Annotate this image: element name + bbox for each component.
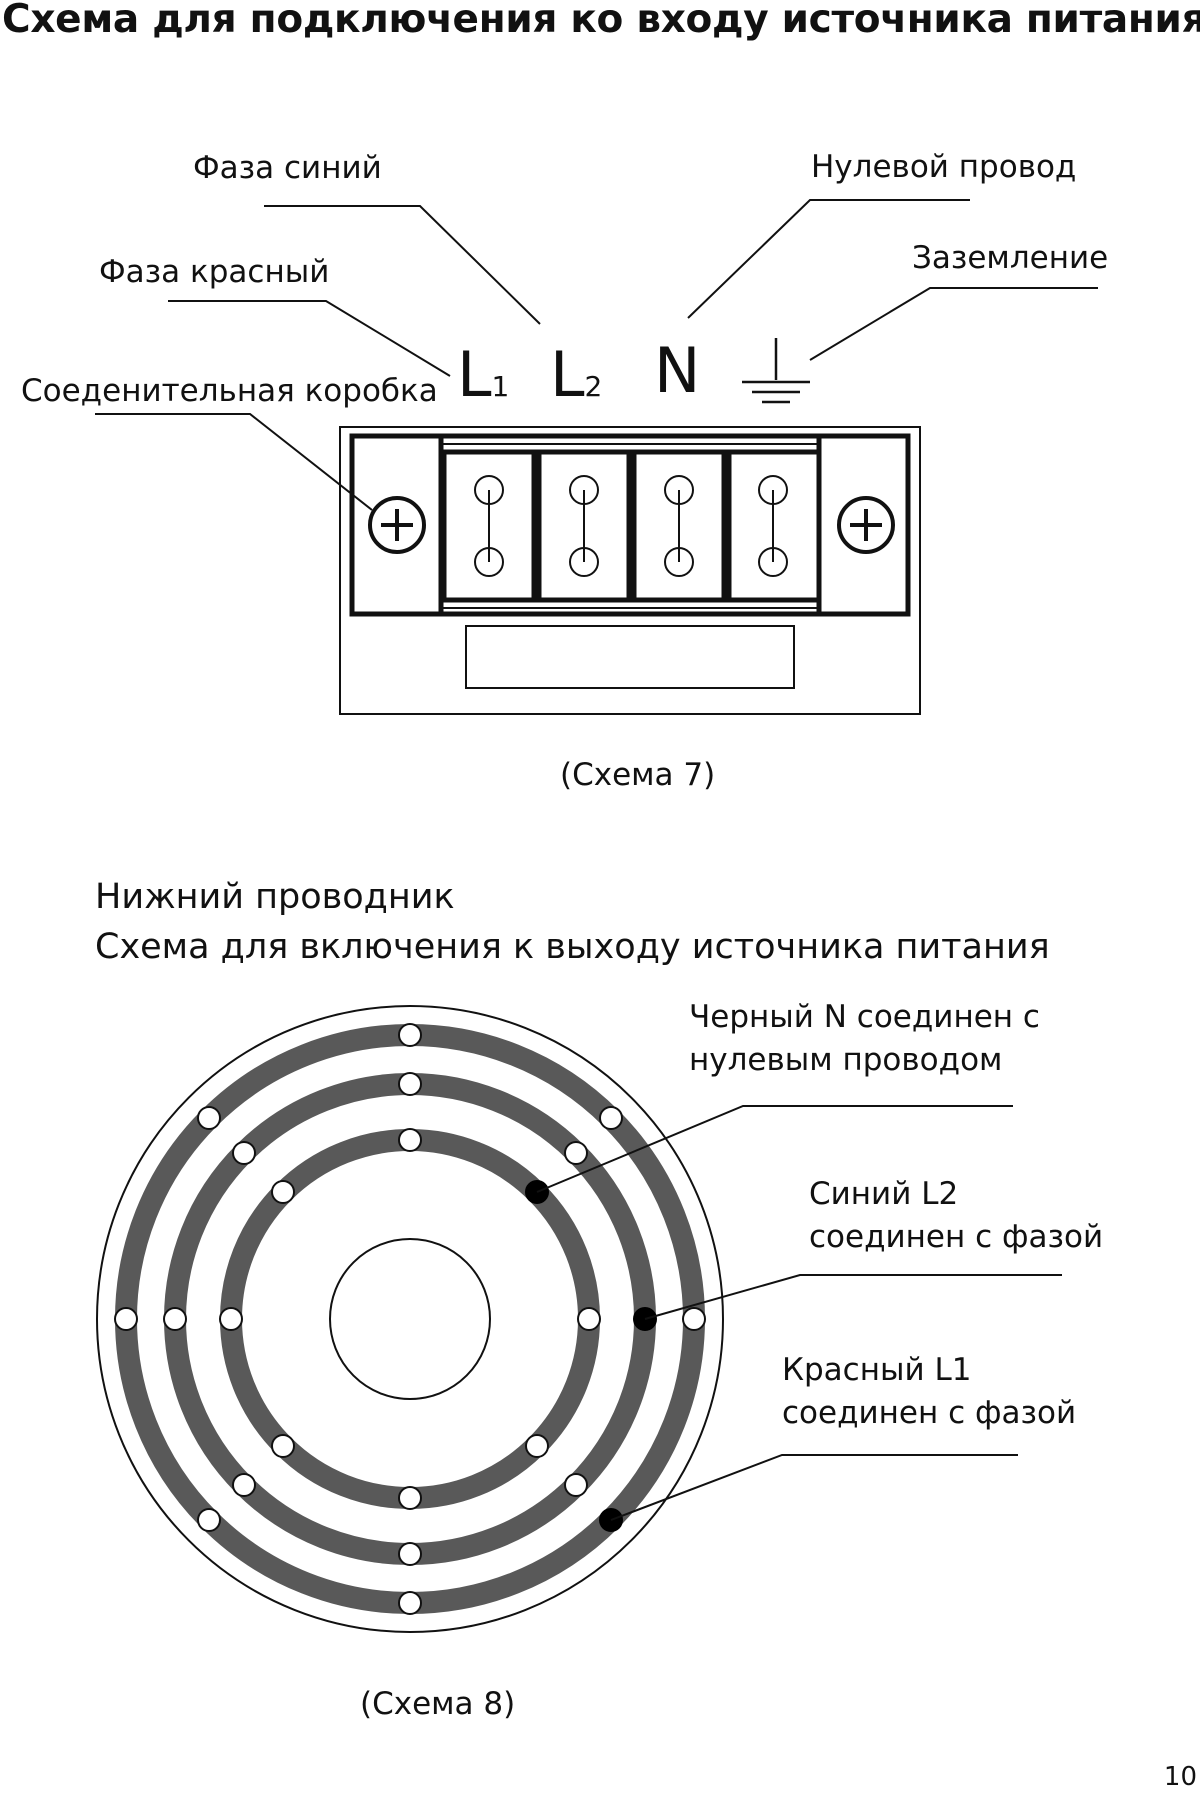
leader-junction-box [95,413,373,511]
label-red-l1-line2: соединен с фазой [782,1395,1077,1431]
caption-scheme8: (Схема 8) [360,1686,516,1722]
scheme7-leader-lines [95,199,1098,511]
label-phase-red: Фаза красный [99,254,330,290]
label-phase-blue: Фаза синий [193,150,382,186]
caption-scheme7: (Схема 7) [560,757,716,793]
label-neutral: Нулевой провод [811,149,1077,185]
terminal-l1 [441,449,537,603]
outer-plate-outline [96,1005,724,1633]
leader-phase-blue [264,205,541,325]
terminal-label-l2: L2 [550,344,602,406]
plus-screw-icon [837,496,895,554]
junction-box-outline [339,426,921,715]
terminal-ground [726,449,822,603]
leader-ground [809,287,1098,361]
terminal-block [339,426,921,715]
terminal-screws [474,475,788,577]
center-circle [329,1238,491,1400]
label-junction-box: Соеденительная коробка [21,373,438,409]
terminal-label-n: N [654,334,701,407]
leader-phase-red [168,300,451,377]
terminal-screw-pair-icon [664,475,694,577]
terminal-l1-letter: L [457,338,492,411]
terminal-l1-index: 1 [491,370,510,403]
terminal-l2-index: 2 [584,370,603,403]
plus-screw-icon [368,496,426,554]
label-black-n-line1: Черный N соединен с [689,999,1040,1035]
scheme8-heading-line2: Схема для включения к выходу источника п… [95,927,1050,967]
terminal-label-l1: L1 [457,344,509,406]
end-screws [368,496,895,554]
leader-red-l1 [610,1454,1018,1521]
terminal-n [631,449,727,603]
scheme8-heading-line1: Нижний проводник [95,877,455,917]
label-red-l1-line1: Красный L1 [782,1352,972,1388]
terminal-l2-letter: L [550,338,585,411]
label-black-n-line2: нулевым проводом [689,1042,1003,1078]
scheme8-leader-lines [536,1105,1062,1521]
terminal-screw-pair-icon [474,475,504,577]
ring-contacts [114,1023,706,1615]
leader-black-n [536,1105,1013,1193]
label-ground: Заземление [912,240,1109,276]
label-blue-l2-line1: Синий L2 [809,1176,959,1212]
terminal-screw-pair-icon [758,475,788,577]
leader-neutral [687,199,970,319]
heating-element [96,1005,724,1633]
page-number: 10 [1163,1762,1197,1792]
terminal-screw-pair-icon [569,475,599,577]
page-title: Схема для подключения ко входу источника… [2,0,1200,42]
label-plate [465,625,795,689]
ground-symbol-icon [742,338,810,404]
terminal-l2 [536,449,632,603]
leader-blue-l2 [644,1274,1062,1320]
label-blue-l2-line2: соединен с фазой [809,1219,1104,1255]
left-end-block [349,433,444,617]
